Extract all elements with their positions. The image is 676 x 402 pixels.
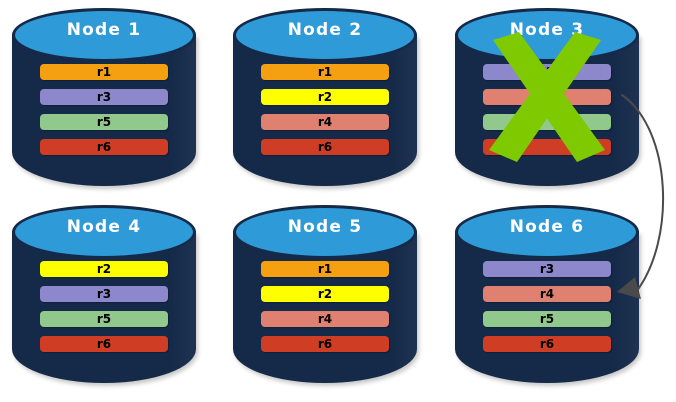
record-bar[interactable]: r3 bbox=[483, 64, 611, 80]
record-bar[interactable]: r1 bbox=[261, 261, 389, 277]
record-bar[interactable]: r6 bbox=[40, 336, 168, 352]
cylinder-top-ellipse bbox=[233, 8, 417, 62]
cylinder-top-ellipse bbox=[455, 205, 639, 259]
record-bar[interactable]: r2 bbox=[40, 261, 168, 277]
cylinder-top-ellipse bbox=[455, 8, 639, 62]
record-bar[interactable]: r6 bbox=[483, 139, 611, 155]
record-bar[interactable]: r5 bbox=[483, 114, 611, 130]
record-stack: r3 r4 r5 r6 bbox=[483, 261, 611, 352]
record-bar[interactable]: r6 bbox=[483, 336, 611, 352]
record-bar[interactable]: r5 bbox=[40, 114, 168, 130]
record-bar[interactable]: r3 bbox=[40, 286, 168, 302]
record-stack: r3 r4 r5 r6 bbox=[483, 64, 611, 155]
node-cylinder-5[interactable]: Node 5 r1 r2 r4 r6 bbox=[233, 205, 417, 390]
record-stack: r1 r3 r5 r6 bbox=[40, 64, 168, 155]
record-bar[interactable]: r2 bbox=[261, 286, 389, 302]
record-stack: r2 r3 r5 r6 bbox=[40, 261, 168, 352]
record-stack: r1 r2 r4 r6 bbox=[261, 64, 389, 155]
record-bar[interactable]: r4 bbox=[483, 89, 611, 105]
cylinder-body bbox=[455, 231, 639, 383]
node-cylinder-6[interactable]: Node 6 r3 r4 r5 r6 bbox=[455, 205, 639, 390]
record-bar[interactable]: r6 bbox=[40, 139, 168, 155]
record-bar[interactable]: r6 bbox=[261, 336, 389, 352]
record-bar[interactable]: r4 bbox=[483, 286, 611, 302]
record-stack: r1 r2 r4 r6 bbox=[261, 261, 389, 352]
node-cylinder-3[interactable]: Node 3 r3 r4 r5 r6 bbox=[455, 8, 639, 193]
record-bar[interactable]: r1 bbox=[261, 64, 389, 80]
record-bar[interactable]: r5 bbox=[40, 311, 168, 327]
record-bar[interactable]: r4 bbox=[261, 311, 389, 327]
cylinder-top-ellipse bbox=[233, 205, 417, 259]
record-bar[interactable]: r5 bbox=[483, 311, 611, 327]
node-cylinder-1[interactable]: Node 1 r1 r3 r5 r6 bbox=[12, 8, 196, 193]
record-bar[interactable]: r4 bbox=[261, 114, 389, 130]
node-cylinder-2[interactable]: Node 2 r1 r2 r4 r6 bbox=[233, 8, 417, 193]
record-bar[interactable]: r3 bbox=[40, 89, 168, 105]
node-cylinder-4[interactable]: Node 4 r2 r3 r5 r6 bbox=[12, 205, 196, 390]
record-bar[interactable]: r1 bbox=[40, 64, 168, 80]
cylinder-top-ellipse bbox=[12, 205, 196, 259]
record-bar[interactable]: r3 bbox=[483, 261, 611, 277]
cylinder-top-ellipse bbox=[12, 8, 196, 62]
record-bar[interactable]: r6 bbox=[261, 139, 389, 155]
record-bar[interactable]: r2 bbox=[261, 89, 389, 105]
